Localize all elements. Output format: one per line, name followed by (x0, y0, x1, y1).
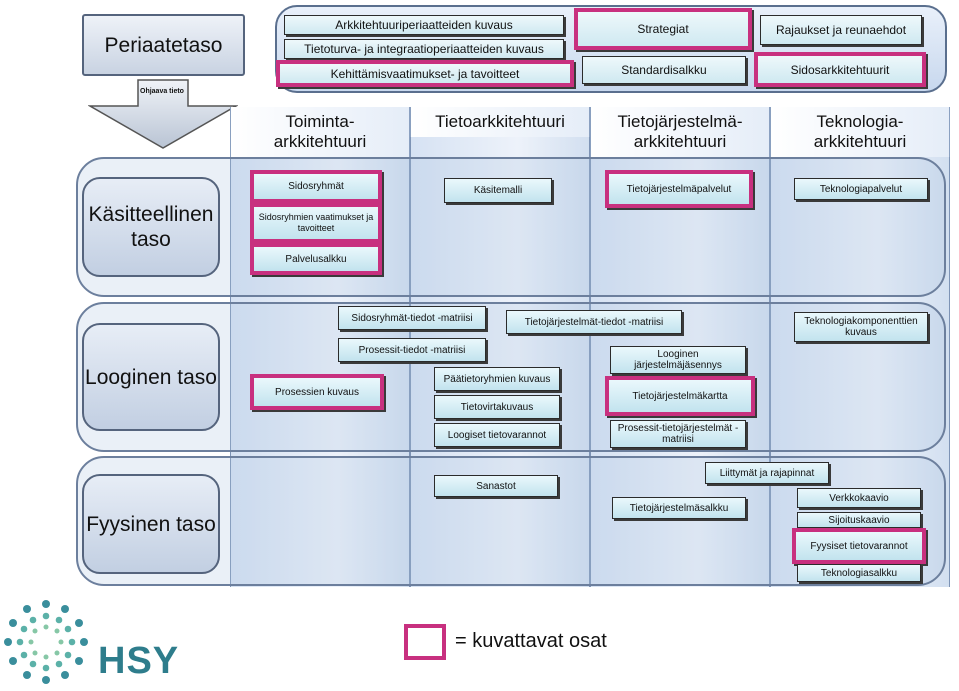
column-header-information-label: Tietoarkkitehtuuri (435, 112, 565, 131)
level-logical: Looginen taso (82, 323, 220, 431)
box-interfaces: Liittymät ja rajapinnat (705, 462, 829, 484)
box-vocabularies: Sanastot (434, 475, 558, 497)
level-principle-label: Periaatetaso (104, 33, 223, 57)
top-item-requirements: Kehittämisvaatimukset- ja tavoitteet (276, 60, 574, 87)
box-main-data-groups: Päätietoryhmien kuvaus (434, 367, 560, 391)
legend-swatch (404, 624, 446, 660)
box-stakeholder-data-matrix: Sidosryhmät-tiedot -matriisi (338, 306, 486, 330)
hsy-logo-text: HSY (98, 640, 180, 682)
top-item-constraints: Rajaukset ja reunaehdot (760, 15, 922, 45)
box-technology-portfolio: Teknologiasalkku (797, 564, 921, 582)
box-process-data-matrix: Prosessit-tiedot -matriisi (338, 338, 486, 362)
level-physical-label: Fyysinen taso (86, 512, 216, 536)
box-system-map: Tietojärjestelmäkartta (605, 376, 755, 416)
level-conceptual: Käsitteellinen taso (82, 177, 220, 277)
column-header-business: Toiminta- arkkitehtuuri (230, 107, 410, 157)
top-item-security: Tietoturva- ja integraatioperiaatteiden … (284, 39, 564, 59)
box-system-data-matrix: Tietojärjestelmät-tiedot -matriisi (506, 310, 682, 334)
box-logical-data-stores: Loogiset tietovarannot (434, 423, 560, 447)
column-header-systems: Tietojärjestelmä- arkkitehtuuri (590, 107, 770, 157)
arrow-label: Ohjaava tieto (140, 88, 184, 95)
box-concept-model: Käsitemalli (444, 178, 552, 203)
box-process-description: Prosessien kuvaus (250, 374, 384, 410)
box-network-diagram: Verkkokaavio (797, 488, 921, 508)
hsy-logo-icon (4, 600, 88, 684)
top-item-dependency-arch: Sidosarkkitehtuurit (754, 52, 926, 87)
column-header-technology: Teknologia- arkkitehtuuri (770, 107, 950, 157)
column-header-technology-label: Teknologia- arkkitehtuuri (813, 112, 907, 151)
box-process-system-matrix: Prosessit-tietojärjestelmät -matriisi (610, 420, 746, 448)
guidance-arrow (88, 79, 238, 149)
column-header-business-label: Toiminta- arkkitehtuuri (273, 112, 367, 151)
box-stakeholders: Sidosryhmät (250, 170, 382, 203)
box-physical-data-stores: Fyysiset tietovarannot (792, 528, 926, 564)
box-system-portfolio: Tietojärjestelmäsalkku (612, 497, 746, 519)
level-principle: Periaatetaso (82, 14, 245, 76)
level-conceptual-label: Käsitteellinen taso (88, 203, 214, 251)
column-header-information: Tietoarkkitehtuuri (410, 107, 590, 137)
box-system-services: Tietojärjestelmäpalvelut (605, 170, 753, 208)
legend-text: = kuvattavat osat (455, 630, 607, 652)
box-deployment-diagram: Sijoituskaavio (797, 512, 921, 528)
top-item-strategies: Strategiat (574, 8, 752, 50)
top-item-principles: Arkkitehtuuriperiaatteiden kuvaus (284, 15, 564, 35)
column-header-systems-label: Tietojärjestelmä- arkkitehtuuri (617, 112, 743, 151)
level-physical: Fyysinen taso (82, 474, 220, 574)
level-logical-label: Looginen taso (85, 365, 217, 389)
top-item-standards: Standardisalkku (582, 56, 746, 84)
box-technology-services: Teknologiapalvelut (794, 178, 928, 200)
box-technology-components: Teknologiakomponenttien kuvaus (794, 312, 928, 342)
box-logical-system-structure: Looginen järjestelmäjäsennys (610, 346, 746, 374)
box-service-portfolio: Palvelusalkku (250, 243, 382, 275)
box-data-flow: Tietovirtakuvaus (434, 395, 560, 419)
box-stakeholder-requirements: Sidosryhmien vaatimukset ja tavoitteet (250, 203, 382, 243)
